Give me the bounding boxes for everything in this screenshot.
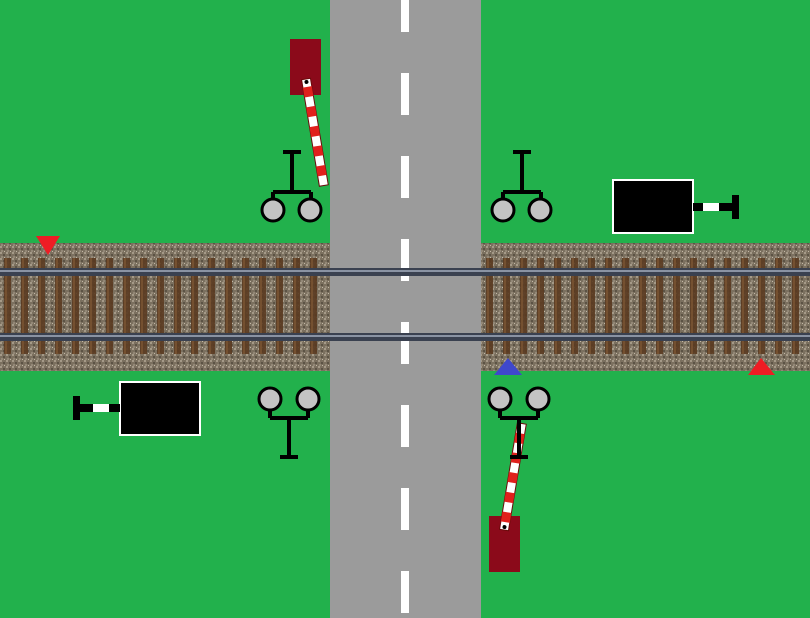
sleeper <box>792 258 799 354</box>
crossing-signal-bottom-left[interactable] <box>257 386 321 459</box>
sleeper <box>276 258 283 354</box>
sleeper <box>605 258 612 354</box>
sleeper <box>758 258 765 354</box>
sleeper <box>225 258 232 354</box>
sleeper <box>21 258 28 354</box>
sleeper <box>707 258 714 354</box>
road-dash <box>401 0 409 32</box>
sleeper <box>537 258 544 354</box>
sleeper <box>486 258 493 354</box>
barrier-arm <box>300 77 329 187</box>
sleeper <box>588 258 595 354</box>
sleeper <box>310 258 317 354</box>
sleeper <box>106 258 113 354</box>
marker-red-down-icon[interactable] <box>36 236 60 255</box>
sleeper <box>174 258 181 354</box>
signal-lamp-right <box>297 197 323 223</box>
sleeper <box>242 258 249 354</box>
railway-track-left <box>0 243 330 371</box>
sleeper <box>673 258 680 354</box>
road-dash <box>401 156 409 198</box>
sleeper <box>191 258 198 354</box>
sleeper <box>571 258 578 354</box>
road-dash <box>401 322 409 364</box>
sleeper <box>622 258 629 354</box>
sleeper <box>140 258 147 354</box>
road <box>330 0 481 618</box>
signal-lamp-left <box>260 197 286 223</box>
warning-sign-right[interactable] <box>612 179 739 234</box>
road-dash <box>401 571 409 613</box>
crossing-signal-top-right[interactable] <box>490 150 553 223</box>
sleeper <box>503 258 510 354</box>
road-dash <box>401 239 409 281</box>
sleeper <box>208 258 215 354</box>
signal-lamp-left <box>490 197 516 223</box>
sleeper <box>293 258 300 354</box>
marker-blue-up-icon[interactable] <box>494 358 522 375</box>
sleeper <box>157 258 164 354</box>
sleeper <box>55 258 62 354</box>
sleeper <box>259 258 266 354</box>
rails <box>0 268 810 341</box>
crossing-signal-bottom-right[interactable] <box>487 386 551 459</box>
road-center-line <box>401 0 409 613</box>
sleeper <box>724 258 731 354</box>
warning-sign-left[interactable] <box>73 381 201 436</box>
sleeper <box>520 258 527 354</box>
signal-lamp-left <box>257 386 283 412</box>
sleeper <box>639 258 646 354</box>
sleeper <box>123 258 130 354</box>
signal-lamp-right <box>525 386 551 412</box>
railway-track-right <box>481 243 810 371</box>
barrier-top-left[interactable] <box>290 39 329 187</box>
signal-lamp-right <box>295 386 321 412</box>
road-dash <box>401 405 409 447</box>
marker-red-up-icon[interactable] <box>748 358 775 375</box>
sleeper <box>554 258 561 354</box>
sleeper <box>4 258 11 354</box>
road-dash <box>401 488 409 530</box>
sleeper <box>38 258 45 354</box>
sleeper <box>775 258 782 354</box>
sleeper <box>72 258 79 354</box>
sleeper <box>690 258 697 354</box>
crossing-signal-top-left[interactable] <box>260 150 323 223</box>
signal-lamp-right <box>527 197 553 223</box>
sleeper <box>89 258 96 354</box>
signal-lamp-left <box>487 386 513 412</box>
sleeper <box>741 258 748 354</box>
sleeper <box>656 258 663 354</box>
road-dash <box>401 73 409 115</box>
